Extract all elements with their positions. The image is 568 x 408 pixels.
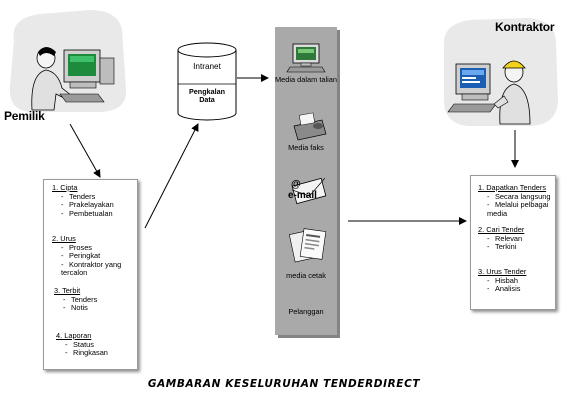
contractor-section-get: 1. Dapatkan Tenders -Secara langsung -Me… bbox=[478, 183, 555, 218]
intranet-title: Intranet bbox=[193, 62, 221, 71]
list-item: -Proses bbox=[61, 242, 93, 252]
list-item: -Notis bbox=[63, 303, 88, 313]
list-item: -Terkini bbox=[487, 242, 517, 252]
owner-section-title: 1. Cipta bbox=[52, 183, 78, 192]
contractor-section-search: 2. Cari Tender -Relevan -Terkini bbox=[478, 225, 555, 252]
list-item: -Kontraktor yang tercalon bbox=[61, 259, 122, 278]
media-customer-label: Pelanggan bbox=[288, 307, 324, 316]
list-item: -Relevan bbox=[487, 233, 523, 243]
print-media-icon bbox=[288, 228, 327, 263]
owner-section-publish: 3. Terbit -Tenders -Notis bbox=[54, 286, 137, 313]
email-icon-text: e-mail bbox=[288, 190, 317, 201]
list-item: -Melalui pelbagai media bbox=[487, 200, 549, 218]
list-item: -Analisis bbox=[487, 284, 521, 294]
media-panel bbox=[275, 27, 340, 338]
list-item: -Tenders bbox=[61, 191, 96, 201]
contractor-section-title: 2. Cari Tender bbox=[478, 225, 525, 234]
contractor-label: Kontraktor bbox=[495, 20, 555, 34]
fax-icon bbox=[293, 112, 327, 141]
contractor-workstation-icon bbox=[443, 18, 558, 126]
contractor-section-manage: 3. Urus Tender -Hisbah -Analisis bbox=[478, 267, 555, 294]
media-print-label: media cetak bbox=[286, 271, 326, 280]
list-item: -Ringkasan bbox=[65, 348, 108, 358]
owner-label: Pemilik bbox=[4, 109, 45, 123]
list-item: -Tenders bbox=[63, 294, 98, 304]
owner-section-report: 4. Laporan -Status -Ringkasan bbox=[56, 331, 137, 358]
contractor-functions-box: 1. Dapatkan Tenders -Secara langsung -Me… bbox=[470, 175, 556, 310]
media-online-label: Media dalam talian bbox=[274, 75, 338, 84]
list-item: -Peringkat bbox=[61, 251, 101, 261]
database-label-line1: Pengkalan bbox=[189, 87, 225, 96]
owner-section-title: 3. Terbit bbox=[54, 286, 81, 295]
arrow-owner-to-box bbox=[69, 123, 101, 178]
at-sign: @ bbox=[291, 179, 301, 190]
owner-section-title: 4. Laporan bbox=[56, 331, 92, 340]
database-label-line2: Data bbox=[199, 95, 215, 105]
contractor-section-title: 3. Urus Tender bbox=[478, 267, 527, 276]
email-icon bbox=[291, 177, 327, 205]
list-item: -Secara langsung bbox=[487, 191, 551, 201]
computer-icon bbox=[286, 43, 326, 73]
owner-functions-box: 1. Cipta -Tenders -Prakelayakan -Pembetu… bbox=[43, 179, 138, 370]
owner-section-title: 2. Urus bbox=[52, 234, 76, 243]
list-item: -Hisbah bbox=[487, 275, 519, 285]
owner-workstation-icon bbox=[9, 10, 127, 112]
diagram-caption: GAMBARAN KESELURUHAN TENDERDIRECT bbox=[147, 378, 421, 390]
arrow-box-to-intranet bbox=[144, 123, 199, 229]
database-label: Pengkalan Data bbox=[178, 87, 236, 105]
database-icon bbox=[177, 42, 237, 121]
owner-section-create: 1. Cipta -Tenders -Prakelayakan -Pembetu… bbox=[52, 183, 137, 218]
contractor-section-title: 1. Dapatkan Tenders bbox=[478, 183, 547, 192]
list-item: -Status bbox=[65, 339, 94, 349]
owner-section-manage: 2. Urus -Proses -Peringkat -Kontraktor y… bbox=[52, 234, 137, 278]
list-item: -Pembetualan bbox=[61, 208, 113, 218]
media-fax-label: Media faks bbox=[288, 143, 324, 152]
list-item: -Prakelayakan bbox=[61, 200, 114, 210]
